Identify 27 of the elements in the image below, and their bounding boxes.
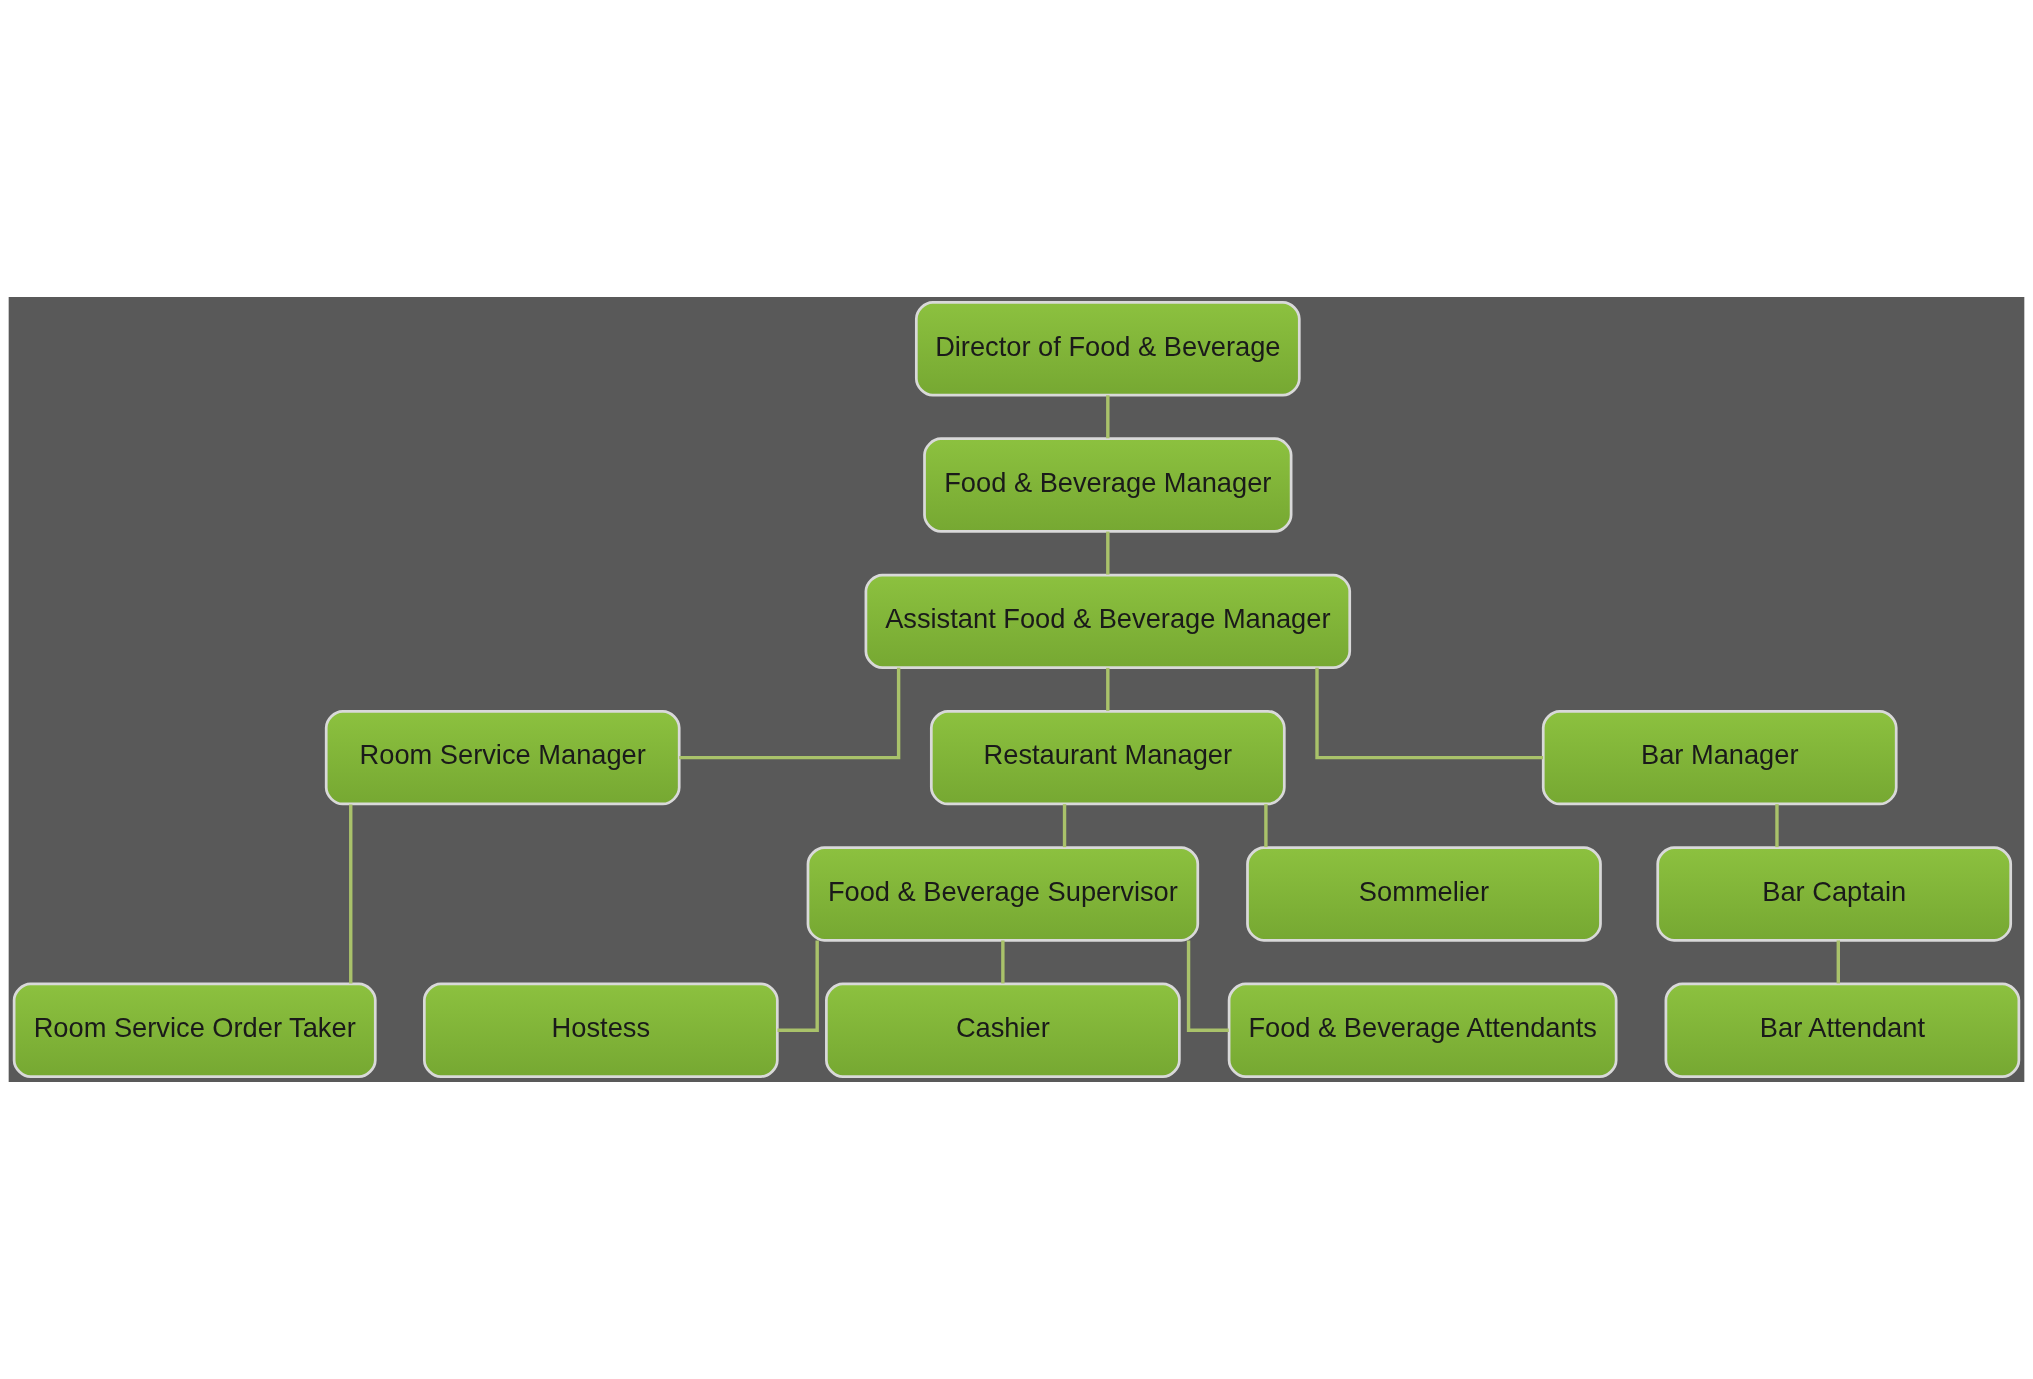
connector <box>1264 804 1268 848</box>
connector <box>1775 804 1779 848</box>
connector <box>1106 395 1110 439</box>
node-box: Food & Beverage Manager <box>923 437 1293 533</box>
node-box: Bar Attendant <box>1664 982 2021 1078</box>
connector <box>1186 940 1229 1032</box>
node-box: Bar Captain <box>1656 846 2013 942</box>
connector <box>1315 667 1544 760</box>
connector <box>1001 940 1005 984</box>
node-box: Food & Beverage Supervisor <box>806 846 1200 942</box>
node-box: Room Service Manager <box>324 709 681 806</box>
node-box: Sommelier <box>1246 846 1602 942</box>
node-box: Hostess <box>422 982 779 1078</box>
connector <box>777 940 819 1032</box>
node-box: Director of Food & Beverage <box>914 301 1301 397</box>
node-box: Bar Manager <box>1541 709 1898 806</box>
node-box: Cashier <box>825 982 1181 1078</box>
connector <box>679 667 901 760</box>
node-box: Food & Beverage Attendants <box>1227 982 1618 1078</box>
connector <box>349 804 353 984</box>
node-box: Assistant Food & Beverage Manager <box>864 573 1352 670</box>
connector <box>1062 804 1067 848</box>
connector <box>1836 940 1840 984</box>
node-box: Room Service Order Taker <box>12 982 377 1078</box>
connector <box>1106 667 1110 711</box>
connector <box>1106 531 1110 575</box>
node-box: Restaurant Manager <box>929 709 1286 806</box>
